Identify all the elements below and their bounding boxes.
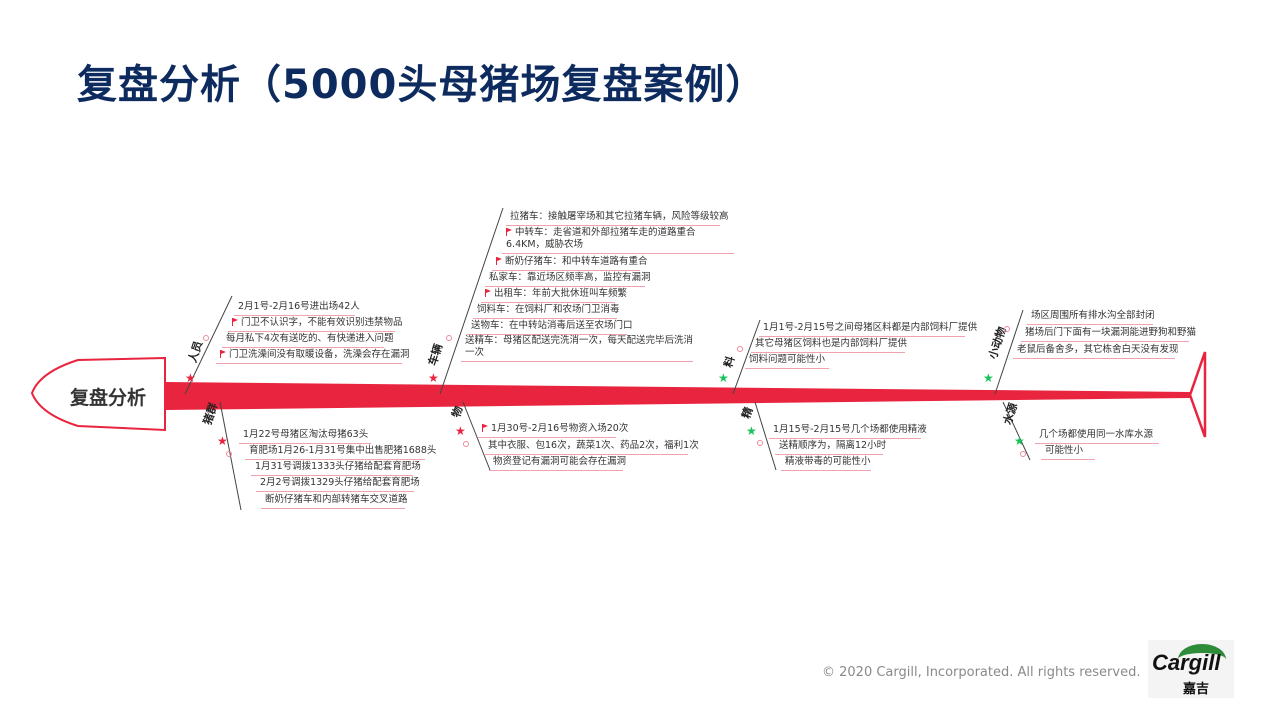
star-icon: ★ [185, 371, 196, 385]
list-item: 2月2号调拨1329头仔猪给配套育肥场 [256, 476, 420, 492]
list-item: 其它母猪区饲料也是内部饲料厂提供 [751, 337, 907, 353]
list-item: 出租车：年前大批休班叫车频繁 [481, 287, 627, 303]
list-item: 送物车：在中转站消毒后送至农场门口 [467, 319, 633, 335]
copyright: © 2020 Cargill, Incorporated. All rights… [822, 665, 1141, 680]
star-icon: ★ [217, 434, 228, 448]
list-item: 断奶仔猪车：和中转车道路有重合 [492, 255, 648, 271]
list-item: 1月22号母猪区淘汰母猪63头 [239, 428, 371, 444]
cargill-logo: Cargill 嘉吉 [1148, 640, 1234, 698]
logo-text-cn: 嘉吉 [1183, 682, 1210, 697]
list-item: 1月15号-2月15号几个场都使用精液 [769, 423, 927, 439]
list-item: 私家车：靠近场区频率高，监控有漏洞 [485, 271, 651, 287]
list-item: 场区周围所有排水沟全部封闭 [1027, 309, 1155, 325]
list-item: 每月私下4次有送吃的、有快递进入问题 [222, 332, 394, 348]
logo-text: Cargill [1152, 650, 1221, 675]
flag-icon [485, 289, 491, 297]
list-item: 门卫洗澡间没有取暖设备，洗澡会存在漏洞 [216, 348, 410, 364]
star-icon: ★ [983, 371, 994, 385]
flag-icon [506, 228, 512, 236]
list-item: 饲料车：在饲料厂和农场门卫消毒 [473, 303, 620, 319]
head-label: 复盘分析 [70, 387, 147, 409]
circle-icon [446, 335, 452, 341]
branch-lines [184, 207, 1031, 511]
list-item: 饲料问题可能性小 [745, 353, 829, 369]
list-item: 物资登记有漏洞可能会存在漏洞 [489, 455, 626, 471]
circle-icon [203, 335, 209, 341]
flag-icon [496, 257, 502, 265]
list-item: 几个场都使用同一水库水源 [1035, 428, 1159, 444]
list-item: 可能性小 [1041, 444, 1095, 460]
list-item: 2月1号-2月16号进出场42人 [234, 300, 360, 316]
fish-tail [1188, 351, 1207, 438]
circle-icon [737, 346, 743, 352]
star-icon: ★ [1014, 434, 1025, 448]
list-item: 拉猪车：接触屠宰场和其它拉猪车辆，风险等级较高 [506, 210, 729, 226]
list-item: 送精车：母猪区配送完洗消一次，每天配送完毕后洗消一次 [461, 335, 693, 362]
star-icon: ★ [746, 424, 757, 438]
list-item: 断奶仔猪车和内部转猪车交叉道路 [261, 493, 408, 509]
circle-icon [463, 441, 469, 447]
flag-icon [220, 350, 226, 358]
circle-icon [226, 451, 232, 457]
flag-icon [482, 424, 488, 432]
list-item: 门卫不认识字，不能有效识别违禁物品 [228, 316, 403, 332]
circle-icon [1004, 326, 1010, 332]
list-item: 中转车：走省道和外部拉猪车走的道路重合6.4KM，威胁农场 [502, 227, 734, 254]
list-item: 1月31号调拨1333头仔猪给配套育肥场 [251, 460, 421, 476]
page-title: 复盘分析（5000头母猪场复盘案例） [77, 62, 767, 108]
fish-head [30, 356, 166, 432]
flag-icon [232, 318, 238, 326]
list-item: 1月30号-2月16号物资入场20次 [478, 422, 628, 438]
list-item: 其中衣服、包16次，蔬菜1次、药品2次，福利1次 [484, 439, 699, 455]
circle-icon [1020, 451, 1026, 457]
star-icon: ★ [428, 371, 439, 385]
leaf-icon [1178, 644, 1226, 675]
list-item: 老鼠后备舍多，其它栋舍白天没有发现 [1013, 343, 1179, 359]
list-item: 育肥场1月26-1月31号集中出售肥猪1688头 [245, 444, 436, 460]
star-icon: ★ [455, 424, 466, 438]
circle-icon [757, 440, 763, 446]
star-icon: ★ [718, 371, 729, 385]
spine [165, 382, 1190, 410]
list-item: 1月1号-2月15号之间母猪区料都是内部饲料厂提供 [759, 321, 977, 337]
list-item: 猪场后门下面有一块漏洞能进野狗和野猫 [1021, 326, 1196, 342]
list-item: 精液带毒的可能性小 [781, 455, 871, 471]
list-item: 送精顺序为，隔离12小时 [775, 439, 886, 455]
